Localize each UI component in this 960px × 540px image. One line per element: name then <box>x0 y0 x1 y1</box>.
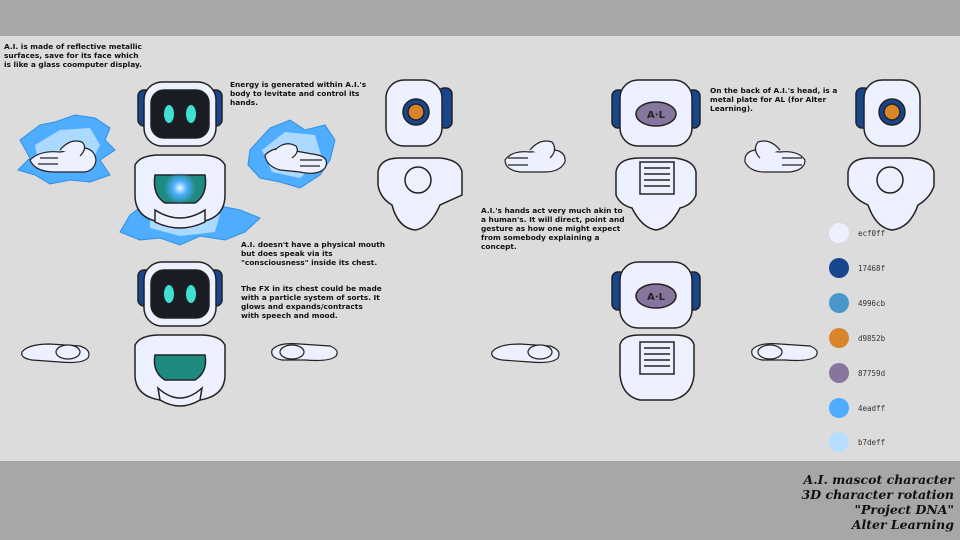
note-hands: A.I.'s hands act very much akin to a hum… <box>481 206 625 251</box>
credits-line-3: "Project DNA" <box>854 502 954 517</box>
credits-line-1: A.I. mascot character <box>803 472 954 487</box>
front-head <box>137 81 223 147</box>
bottom-bar <box>0 461 960 540</box>
hex-5: 4eadff <box>858 404 886 413</box>
back-view-left <box>377 79 463 231</box>
plate-logo: A·L <box>647 110 666 121</box>
plate-logo-calm: A·L <box>647 292 666 303</box>
swatch-6 <box>829 432 849 452</box>
swatch-4 <box>829 363 849 383</box>
swatch-2 <box>829 293 849 313</box>
note-energy: Energy is generated within A.I.'s body t… <box>230 80 367 107</box>
front-view-energy <box>17 81 336 246</box>
hex-6: b7deff <box>858 438 886 447</box>
hex-4: 87759d <box>858 369 886 378</box>
hex-2: 4996cb <box>858 299 886 308</box>
hex-1: 17468f <box>858 264 886 273</box>
note-mouth: A.I. doesn't have a physical mouth but d… <box>241 240 386 267</box>
back-view-right <box>847 79 935 231</box>
credits-line-4: Alter Learning <box>851 517 954 532</box>
front-head-calm <box>134 261 226 407</box>
swatch-5 <box>829 398 849 418</box>
note-material: A.I. is made of reflective metallic surf… <box>4 42 142 69</box>
swatch-3 <box>829 328 849 348</box>
credits-block: A.I. mascot character 3D character rotat… <box>802 472 954 532</box>
credits-line-2: 3D character rotation <box>801 487 954 502</box>
note-plate: On the back of A.I.'s head, is a metal p… <box>710 86 838 113</box>
top-bar <box>0 0 960 36</box>
swatch-0 <box>829 223 849 243</box>
front-body <box>134 154 226 229</box>
swatch-1 <box>829 258 849 278</box>
note-fx: The FX in its chest could be made with a… <box>241 284 382 320</box>
hex-3: d9852b <box>858 334 886 343</box>
back-head-calm <box>611 261 701 401</box>
hex-0: ecf0ff <box>858 229 886 238</box>
back-head <box>611 79 701 231</box>
